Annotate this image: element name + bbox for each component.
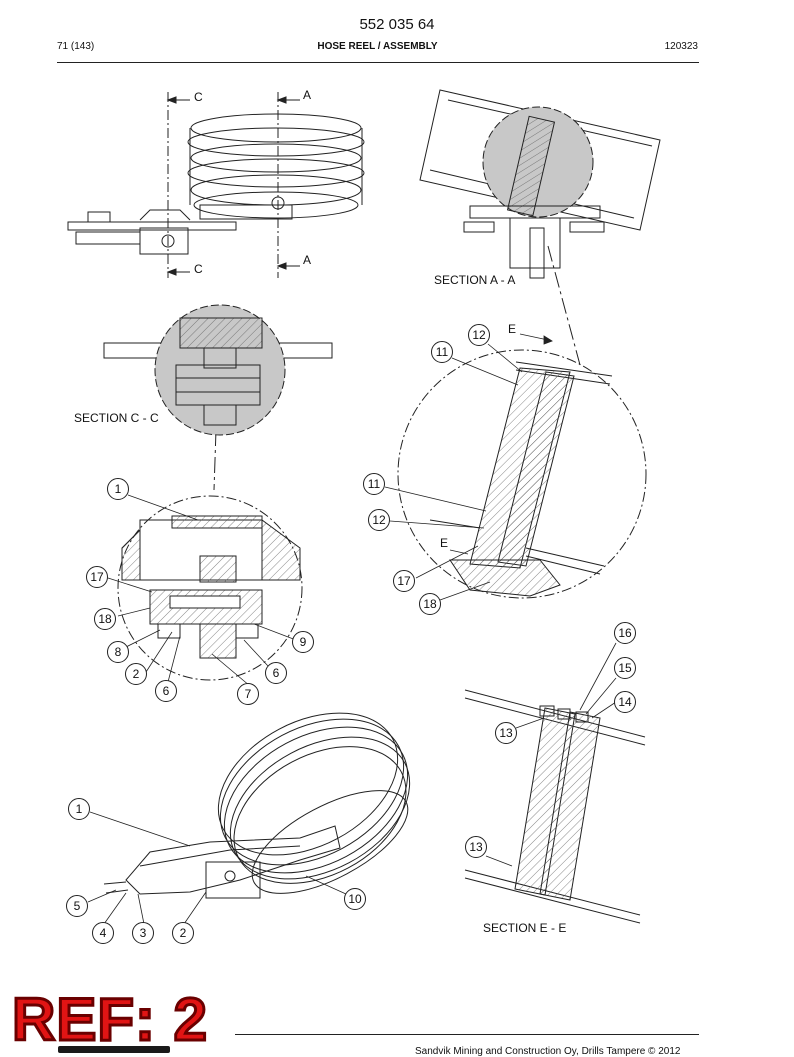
section-ee-label: SECTION E - E <box>483 921 567 935</box>
callout-balloon: 9 <box>292 631 314 653</box>
detail-c-view <box>117 495 303 681</box>
detail-e-view <box>397 349 647 599</box>
cut-label-a-bottom: A <box>303 253 312 267</box>
callout-balloon: 11 <box>431 341 453 363</box>
callout-balloon: 17 <box>86 566 108 588</box>
callout-balloon: 3 <box>132 922 154 944</box>
cut-label-e-bottom: E <box>440 536 449 550</box>
callout-balloon: 13 <box>495 722 517 744</box>
footer-copyright: Sandvik Mining and Construction Oy, Dril… <box>415 1046 681 1057</box>
callout-balloon: 2 <box>125 663 147 685</box>
header-rule <box>57 62 699 63</box>
page-number: 71 (143) <box>57 41 95 52</box>
callout-balloon: 10 <box>344 888 366 910</box>
callout-balloon: 18 <box>419 593 441 615</box>
callout-balloon: 5 <box>66 895 88 917</box>
cut-label-e-top: E <box>508 322 517 336</box>
cut-label-c-top: C <box>194 90 203 104</box>
company-logo <box>58 1046 170 1053</box>
callout-balloon: 1 <box>107 478 129 500</box>
cut-label-a-top: A <box>303 88 312 102</box>
reel-top-view <box>67 92 365 278</box>
document-code: 120323 <box>664 41 698 52</box>
callout-balloon: 2 <box>172 922 194 944</box>
leader-lines <box>87 333 617 925</box>
callout-balloon: 13 <box>465 836 487 858</box>
callout-balloon: 14 <box>614 691 636 713</box>
page-title: HOSE REEL / ASSEMBLY <box>317 41 438 52</box>
section-cc-view <box>103 304 333 436</box>
callout-balloon: 12 <box>368 509 390 531</box>
callout-balloon: 8 <box>107 641 129 663</box>
section-cc-label: SECTION C - C <box>74 411 159 425</box>
section-aa-label: SECTION A - A <box>434 273 516 287</box>
part-number: 552 035 64 <box>359 16 435 33</box>
callout-balloon: 18 <box>94 608 116 630</box>
section-aa-view <box>419 89 661 279</box>
callout-balloon: 4 <box>92 922 114 944</box>
callout-balloon: 6 <box>155 680 177 702</box>
ref-stamp: REF: 2 <box>10 986 209 1053</box>
callout-balloon: 17 <box>393 570 415 592</box>
callout-balloon: 7 <box>237 683 259 705</box>
callout-balloon: 12 <box>468 324 490 346</box>
cut-label-c-bottom: C <box>194 262 203 276</box>
section-ee-view <box>464 689 646 924</box>
callout-balloon: 16 <box>614 622 636 644</box>
isometric-view <box>103 712 411 899</box>
callout-balloon: 6 <box>265 662 287 684</box>
callout-balloon: 15 <box>614 657 636 679</box>
footer-rule <box>235 1034 699 1035</box>
callout-balloon: 11 <box>363 473 385 495</box>
callout-balloon: 1 <box>68 798 90 820</box>
